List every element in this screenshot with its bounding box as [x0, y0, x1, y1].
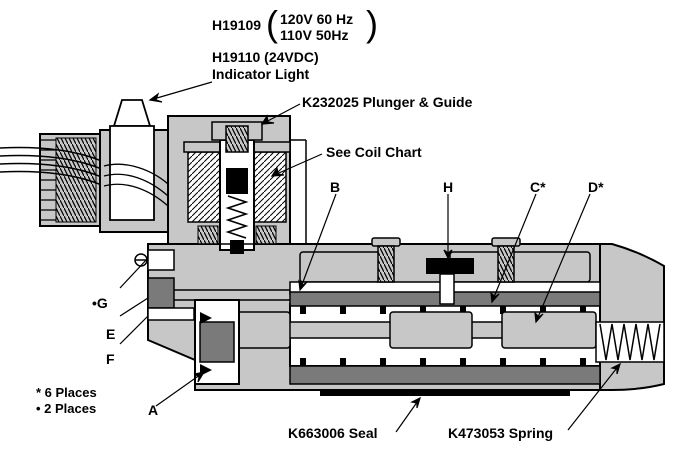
label-two-places: • 2 Places [36, 401, 97, 416]
paren-left: ( [266, 3, 278, 44]
label-f: F [106, 351, 115, 367]
solenoid [167, 115, 307, 254]
label-h19110: H19110 (24VDC) [212, 49, 319, 65]
label-g: •G [92, 295, 108, 311]
label-seal: K663006 Seal [288, 425, 378, 441]
paren-right: ) [366, 3, 378, 44]
label-b: B [330, 179, 341, 195]
label-h19109: H19109 [212, 17, 262, 33]
label-indicator-light: Indicator Light [212, 66, 310, 82]
label-e: E [106, 326, 116, 342]
indicator-light-connector [0, 99, 169, 233]
leader-lines [119, 81, 621, 433]
label-h: H [443, 179, 454, 195]
adjusting-screws [371, 237, 521, 283]
label-c: C* [530, 179, 546, 195]
label-spring: K473053 Spring [448, 425, 554, 441]
valve-body [134, 237, 665, 396]
spool [235, 311, 597, 349]
label-110v: 110V 50Hz [280, 27, 349, 43]
label-coil-chart: See Coil Chart [326, 144, 422, 160]
label-d: D* [588, 179, 604, 195]
label-six-places: * 6 Places [36, 385, 97, 400]
label-a: A [148, 402, 159, 418]
spring [595, 321, 665, 363]
label-120v: 120V 60 Hz [280, 11, 354, 27]
label-plunger-guide: K232025 Plunger & Guide [302, 94, 473, 110]
